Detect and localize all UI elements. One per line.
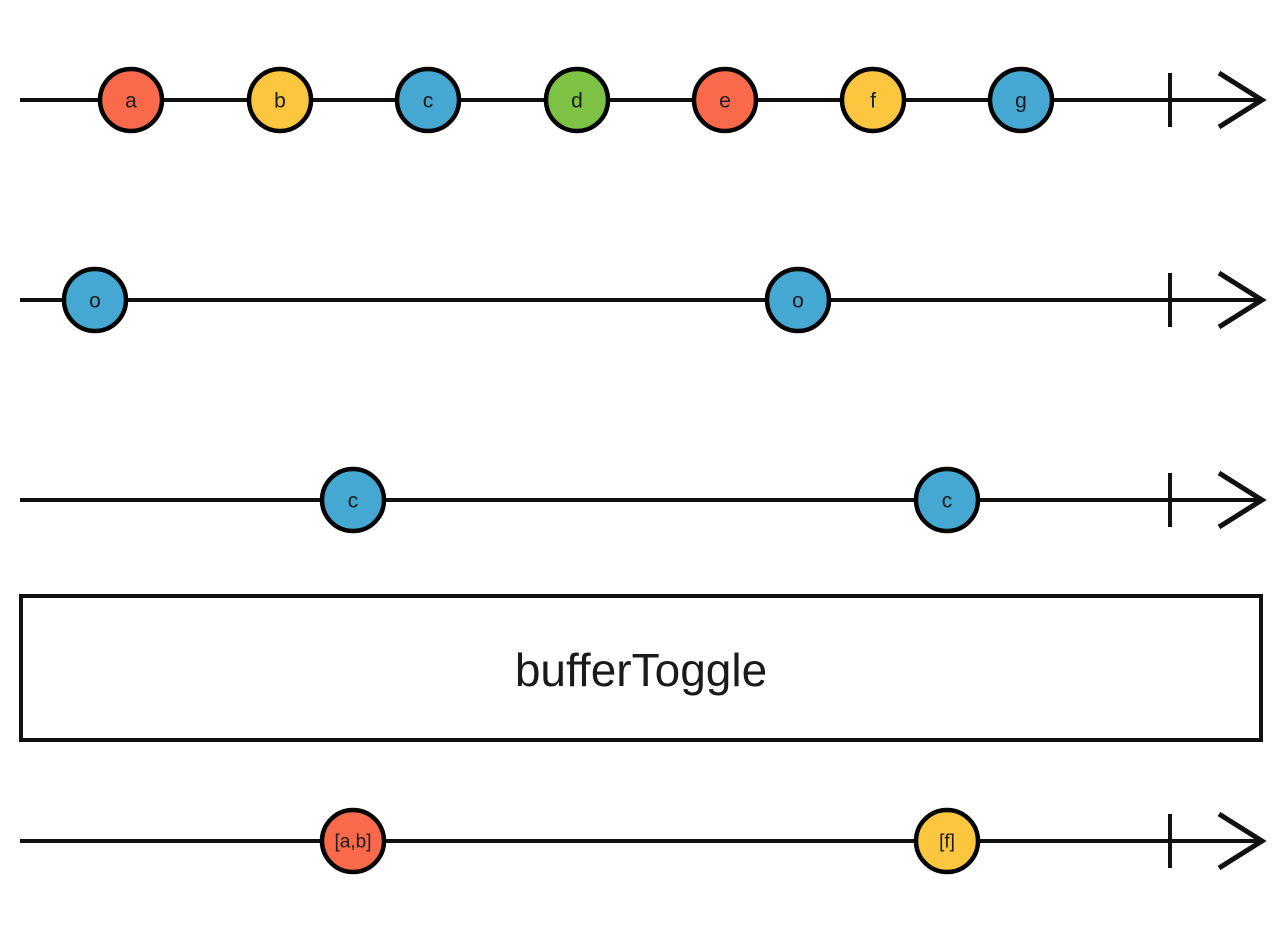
marble[interactable]: [a,b] xyxy=(319,807,387,875)
marble-label: [a,b] xyxy=(335,832,372,853)
marble-label: o xyxy=(792,290,804,313)
marble-label: [f] xyxy=(939,832,955,853)
marble-label: c xyxy=(942,490,953,513)
timeline-arrowhead xyxy=(1217,811,1267,871)
marble[interactable]: f xyxy=(839,66,907,134)
marble-label: b xyxy=(274,90,286,113)
marble[interactable]: a xyxy=(97,66,165,134)
timeline-arrowhead xyxy=(1217,270,1267,330)
output-timeline: [a,b] [f] xyxy=(20,807,1267,875)
marble-label: g xyxy=(1015,90,1027,113)
marble[interactable]: e xyxy=(691,66,759,134)
marble[interactable]: o xyxy=(764,266,832,334)
marble-label: c xyxy=(348,490,359,513)
marble-label: c xyxy=(423,90,434,113)
marble[interactable]: [f] xyxy=(913,807,981,875)
source-timeline: a b c d e f g xyxy=(20,66,1267,134)
marble-circle[interactable] xyxy=(319,807,387,875)
marble-circle[interactable] xyxy=(543,66,611,134)
marble-label: o xyxy=(89,290,101,313)
marble-circle[interactable] xyxy=(839,66,907,134)
marble-circle[interactable] xyxy=(246,66,314,134)
marble-label: d xyxy=(571,90,583,113)
operator-name-label: bufferToggle xyxy=(515,644,767,696)
marble[interactable]: b xyxy=(246,66,314,134)
marble[interactable]: o xyxy=(61,266,129,334)
timeline-arrowhead xyxy=(1217,470,1267,530)
marble-circle[interactable] xyxy=(394,66,462,134)
marble-circle[interactable] xyxy=(913,466,981,534)
marble-circle[interactable] xyxy=(764,266,832,334)
marble-label: f xyxy=(870,90,876,113)
marble-circle[interactable] xyxy=(913,807,981,875)
timeline-arrowhead xyxy=(1217,70,1267,130)
marble-circle[interactable] xyxy=(97,66,165,134)
operator-box-layer: bufferToggle xyxy=(19,594,1263,742)
marble[interactable]: c xyxy=(394,66,462,134)
marble[interactable]: c xyxy=(319,466,387,534)
marble-circle[interactable] xyxy=(987,66,1055,134)
operator-box xyxy=(19,594,1263,742)
marble-circle[interactable] xyxy=(319,466,387,534)
marble-circle[interactable] xyxy=(61,266,129,334)
marble-label: e xyxy=(719,90,731,113)
marble-label: a xyxy=(125,90,137,113)
marble[interactable]: c xyxy=(913,466,981,534)
marble-circle[interactable] xyxy=(691,66,759,134)
marble[interactable]: d xyxy=(543,66,611,134)
marble[interactable]: g xyxy=(987,66,1055,134)
